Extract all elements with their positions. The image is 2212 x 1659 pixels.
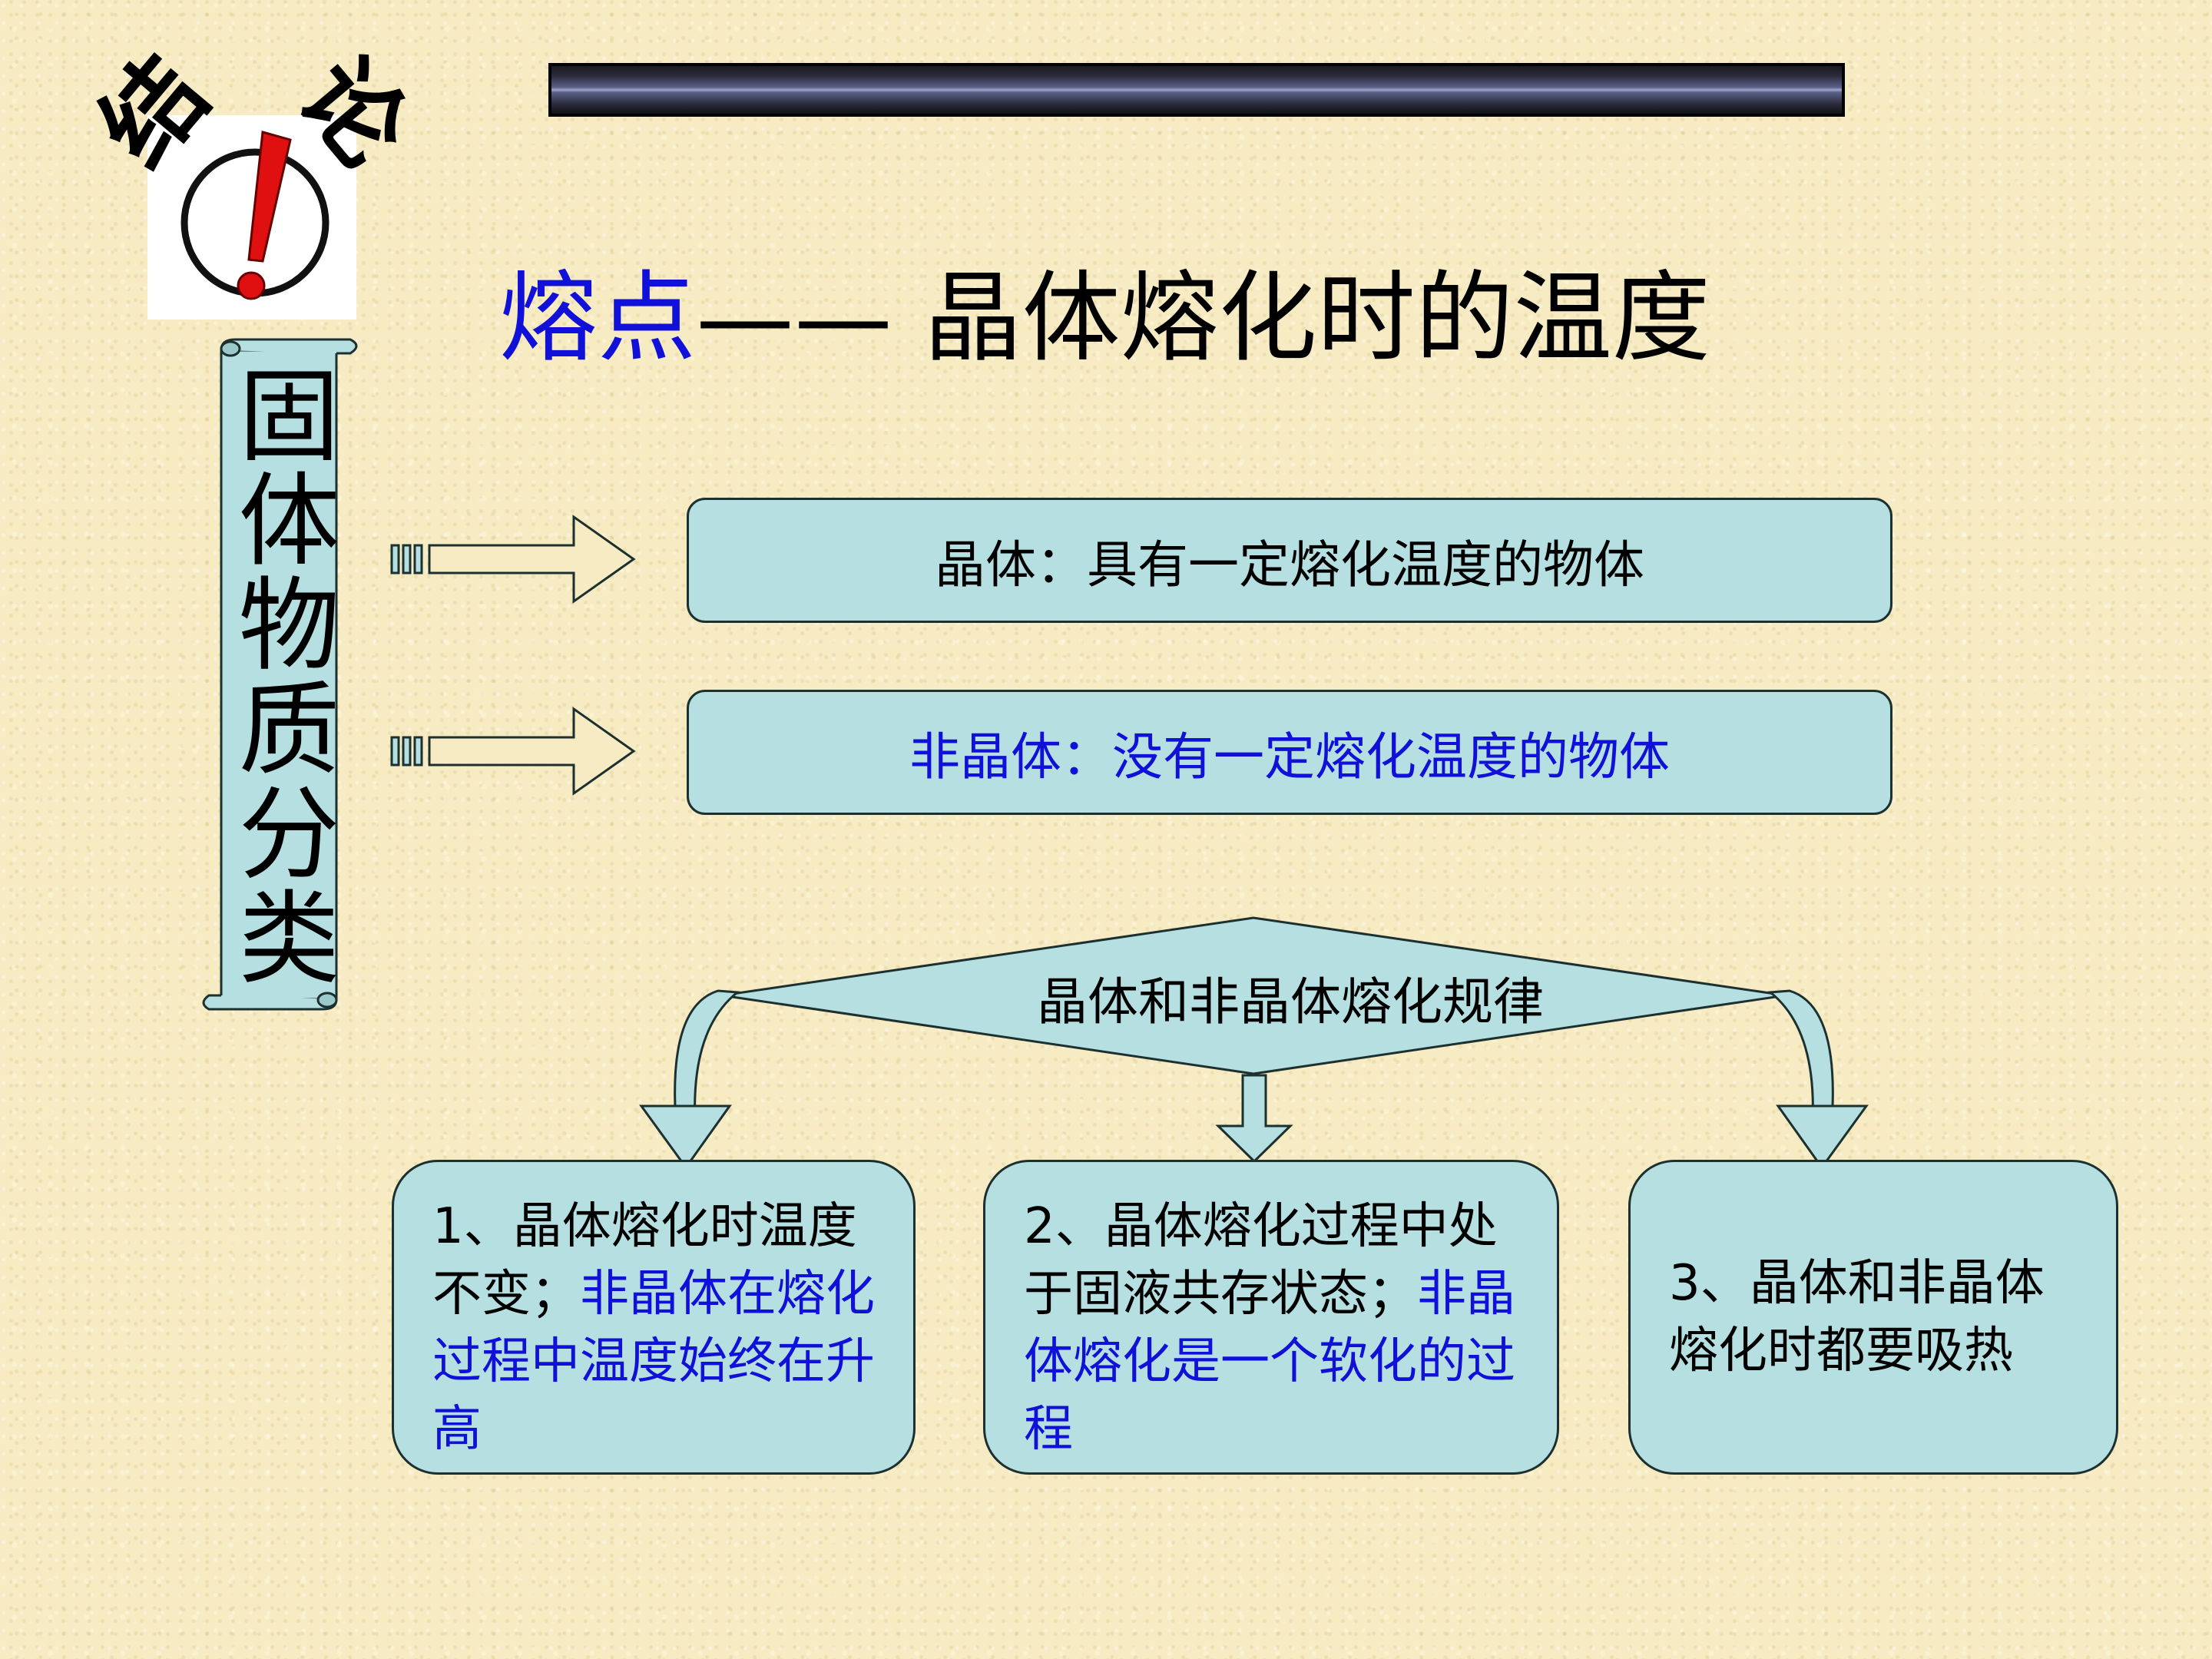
rules-diamond [639,916,1869,1170]
scroll-banner [202,338,358,1011]
arrow-to-crystal [390,515,636,604]
crystal-definition-box: 晶体：具有一定熔化温度的物体 [687,498,1892,623]
rule-box-2: 2、晶体熔化过程中处于固液共存状态；非晶体熔化是一个软化的过程 [983,1160,1559,1475]
title-rest: —— 晶体熔化时的温度 [696,261,1710,376]
exclamation-circle-icon [180,131,329,300]
solid-classification-label: 固体物质分类 [221,363,339,989]
rule-2-noncrystal-text: 非晶体熔化是一个软化的过程 [1024,1266,1515,1458]
noncrystal-definition-box: 非晶体：没有一定熔化温度的物体 [687,690,1892,815]
title-highlight: 熔点 [499,261,697,376]
top-decorative-bar [548,63,1845,117]
rule-3-text: 3、晶体和非晶体熔化时都要吸热 [1669,1255,2045,1379]
rule-1-crystal-text: 1、晶体熔化时温度不变； [432,1198,857,1323]
rule-1-noncrystal-text: 非晶体在熔化过程中温度始终在升高 [432,1266,875,1458]
rule-box-1: 1、晶体熔化时温度不变；非晶体在熔化过程中温度始终在升高 [392,1160,916,1475]
rules-heading: 晶体和非晶体熔化规律 [1037,972,1544,1031]
page-title: 熔点—— 晶体熔化时的温度 [499,261,1805,376]
rule-box-3: 3、晶体和非晶体熔化时都要吸热 [1628,1160,2118,1475]
arrow-to-noncrystal [390,707,636,796]
rule-2-crystal-text: 2、晶体熔化过程中处于固液共存状态； [1024,1198,1498,1323]
